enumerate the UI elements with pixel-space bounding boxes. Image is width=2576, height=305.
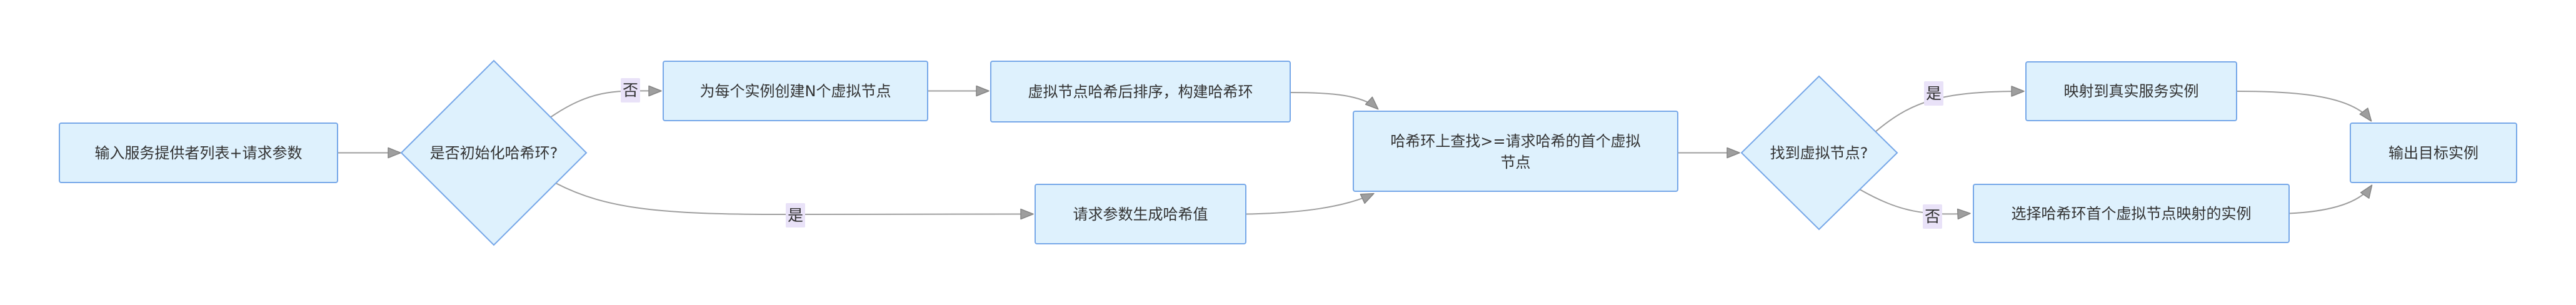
node-lookup-label-line2: 节点 [1501,154,1531,171]
edge-label-init-no-bg [621,78,640,102]
node-sort-build-ring-shape[interactable] [990,61,1291,122]
node-init-check[interactable]: 是否初始化哈希环? [400,59,588,246]
node-output-shape[interactable] [2350,122,2517,183]
node-map-real-shape[interactable] [2025,61,2237,121]
node-output-label: 输出目标实例 [2388,144,2478,162]
edge-init-check-yes [555,182,1034,220]
node-input-label: 输入服务提供者列表+请求参数 [94,144,302,162]
node-map-real[interactable]: 映射到真实服务实例 [2025,61,2237,121]
node-lookup-label-line1: 哈希环上查找>=请求哈希的首个虚拟 [1390,132,1640,150]
node-lookup-shape[interactable] [1353,111,1678,192]
edge-label-found-yes: 是 [1924,81,1943,106]
edge-pick-first-to-output [2288,184,2373,214]
edge-label-found-no-bg [1923,204,1942,229]
node-create-vnodes[interactable]: 为每个实例创建N个虚拟节点 [663,61,928,121]
node-gen-hash-label: 请求参数生成哈希值 [1073,206,1208,223]
node-create-vnodes-shape[interactable] [663,61,928,121]
node-output[interactable]: 输出目标实例 [2350,122,2517,183]
edge-label-init-no: 否 [621,78,640,102]
edge-found-check-no [1859,189,1971,220]
node-found-check[interactable]: 找到虚拟节点? [1740,75,1898,231]
node-pick-first[interactable]: 选择哈希环首个虚拟节点映射的实例 [1973,184,2290,243]
edge-map-real-to-output [2236,91,2372,122]
node-input[interactable]: 输入服务提供者列表+请求参数 [59,122,338,183]
edge-label-init-yes: 是 [786,203,805,228]
node-map-real-label: 映射到真实服务实例 [2064,82,2199,100]
node-init-check-shape[interactable] [400,59,588,246]
node-gen-hash-shape[interactable] [1035,184,1246,244]
node-input-shape[interactable] [59,122,338,183]
edge-label-found-yes-text: 是 [1926,84,1942,102]
node-sort-build-ring-label: 虚拟节点哈希后排序，构建哈希环 [1028,83,1253,101]
edge-label-init-no-text: 否 [623,81,638,99]
node-sort-build-ring[interactable]: 虚拟节点哈希后排序，构建哈希环 [990,61,1291,122]
edge-found-check-yes [1875,86,2025,132]
node-gen-hash[interactable]: 请求参数生成哈希值 [1035,184,1246,244]
node-found-check-shape[interactable] [1740,75,1898,231]
node-lookup[interactable]: 哈希环上查找>=请求哈希的首个虚拟 节点 [1353,111,1678,192]
node-found-check-label: 找到虚拟节点? [1770,144,1868,162]
edge-label-found-yes-bg [1924,81,1943,106]
node-pick-first-label: 选择哈希环首个虚拟节点映射的实例 [2012,205,2252,222]
node-pick-first-shape[interactable] [1973,184,2290,243]
edge-sort-to-lookup [1290,92,1379,110]
edge-init-check-no [549,85,662,118]
edge-label-init-yes-text: 是 [788,206,803,224]
edge-gen-hash-to-lookup [1245,192,1375,215]
node-init-check-label: 是否初始化哈希环? [430,144,558,162]
edge-label-init-yes-bg [786,203,805,228]
node-create-vnodes-label: 为每个实例创建N个虚拟节点 [700,82,891,100]
edge-label-found-no: 否 [1923,204,1942,229]
edge-label-found-no-text: 否 [1925,208,1940,226]
